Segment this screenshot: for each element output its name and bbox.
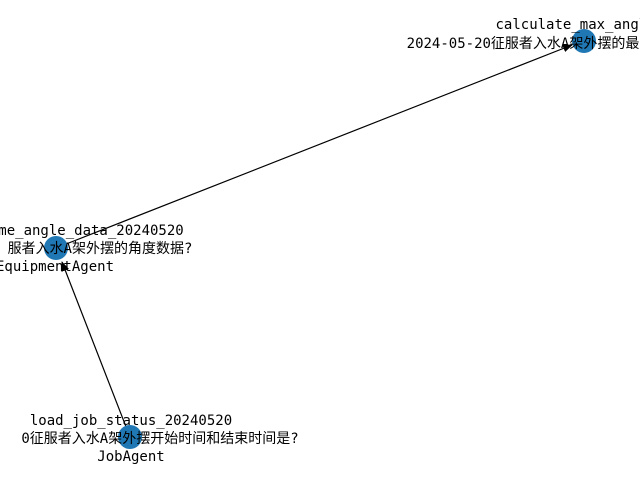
node-function-label: me_angle_data_20240520 — [0, 223, 184, 239]
node-agent-label: EquipmentAgent — [0, 259, 114, 275]
node-question-label: 0征服者入水A架外摆开始时间和结束时间是? — [21, 431, 298, 447]
node-calculate-max-angle[interactable]: calculate_max_angle_d 2024-05-20征服者入水A架外… — [407, 17, 640, 53]
node-function-label: calculate_max_angle_d — [495, 17, 640, 33]
node-circle — [44, 236, 68, 260]
node-angle-data[interactable]: me_angle_data_20240520 服者入水A架外摆的角度数据? Eq… — [0, 223, 192, 275]
edge-mid-to-top — [55, 44, 573, 249]
node-question-label: 服者入水A架外摆的角度数据? — [8, 241, 193, 257]
node-agent-label: JobAgent — [97, 449, 164, 465]
edge-bot-to-mid — [61, 261, 131, 438]
node-circle — [572, 29, 596, 53]
node-load-job-status[interactable]: load_job_status_20240520 0征服者入水A架外摆开始时间和… — [21, 413, 298, 465]
node-function-label: load_job_status_20240520 — [30, 413, 232, 429]
node-question-label: 2024-05-20征服者入水A架外摆的最大 — [407, 36, 640, 52]
node-circle — [118, 425, 142, 449]
